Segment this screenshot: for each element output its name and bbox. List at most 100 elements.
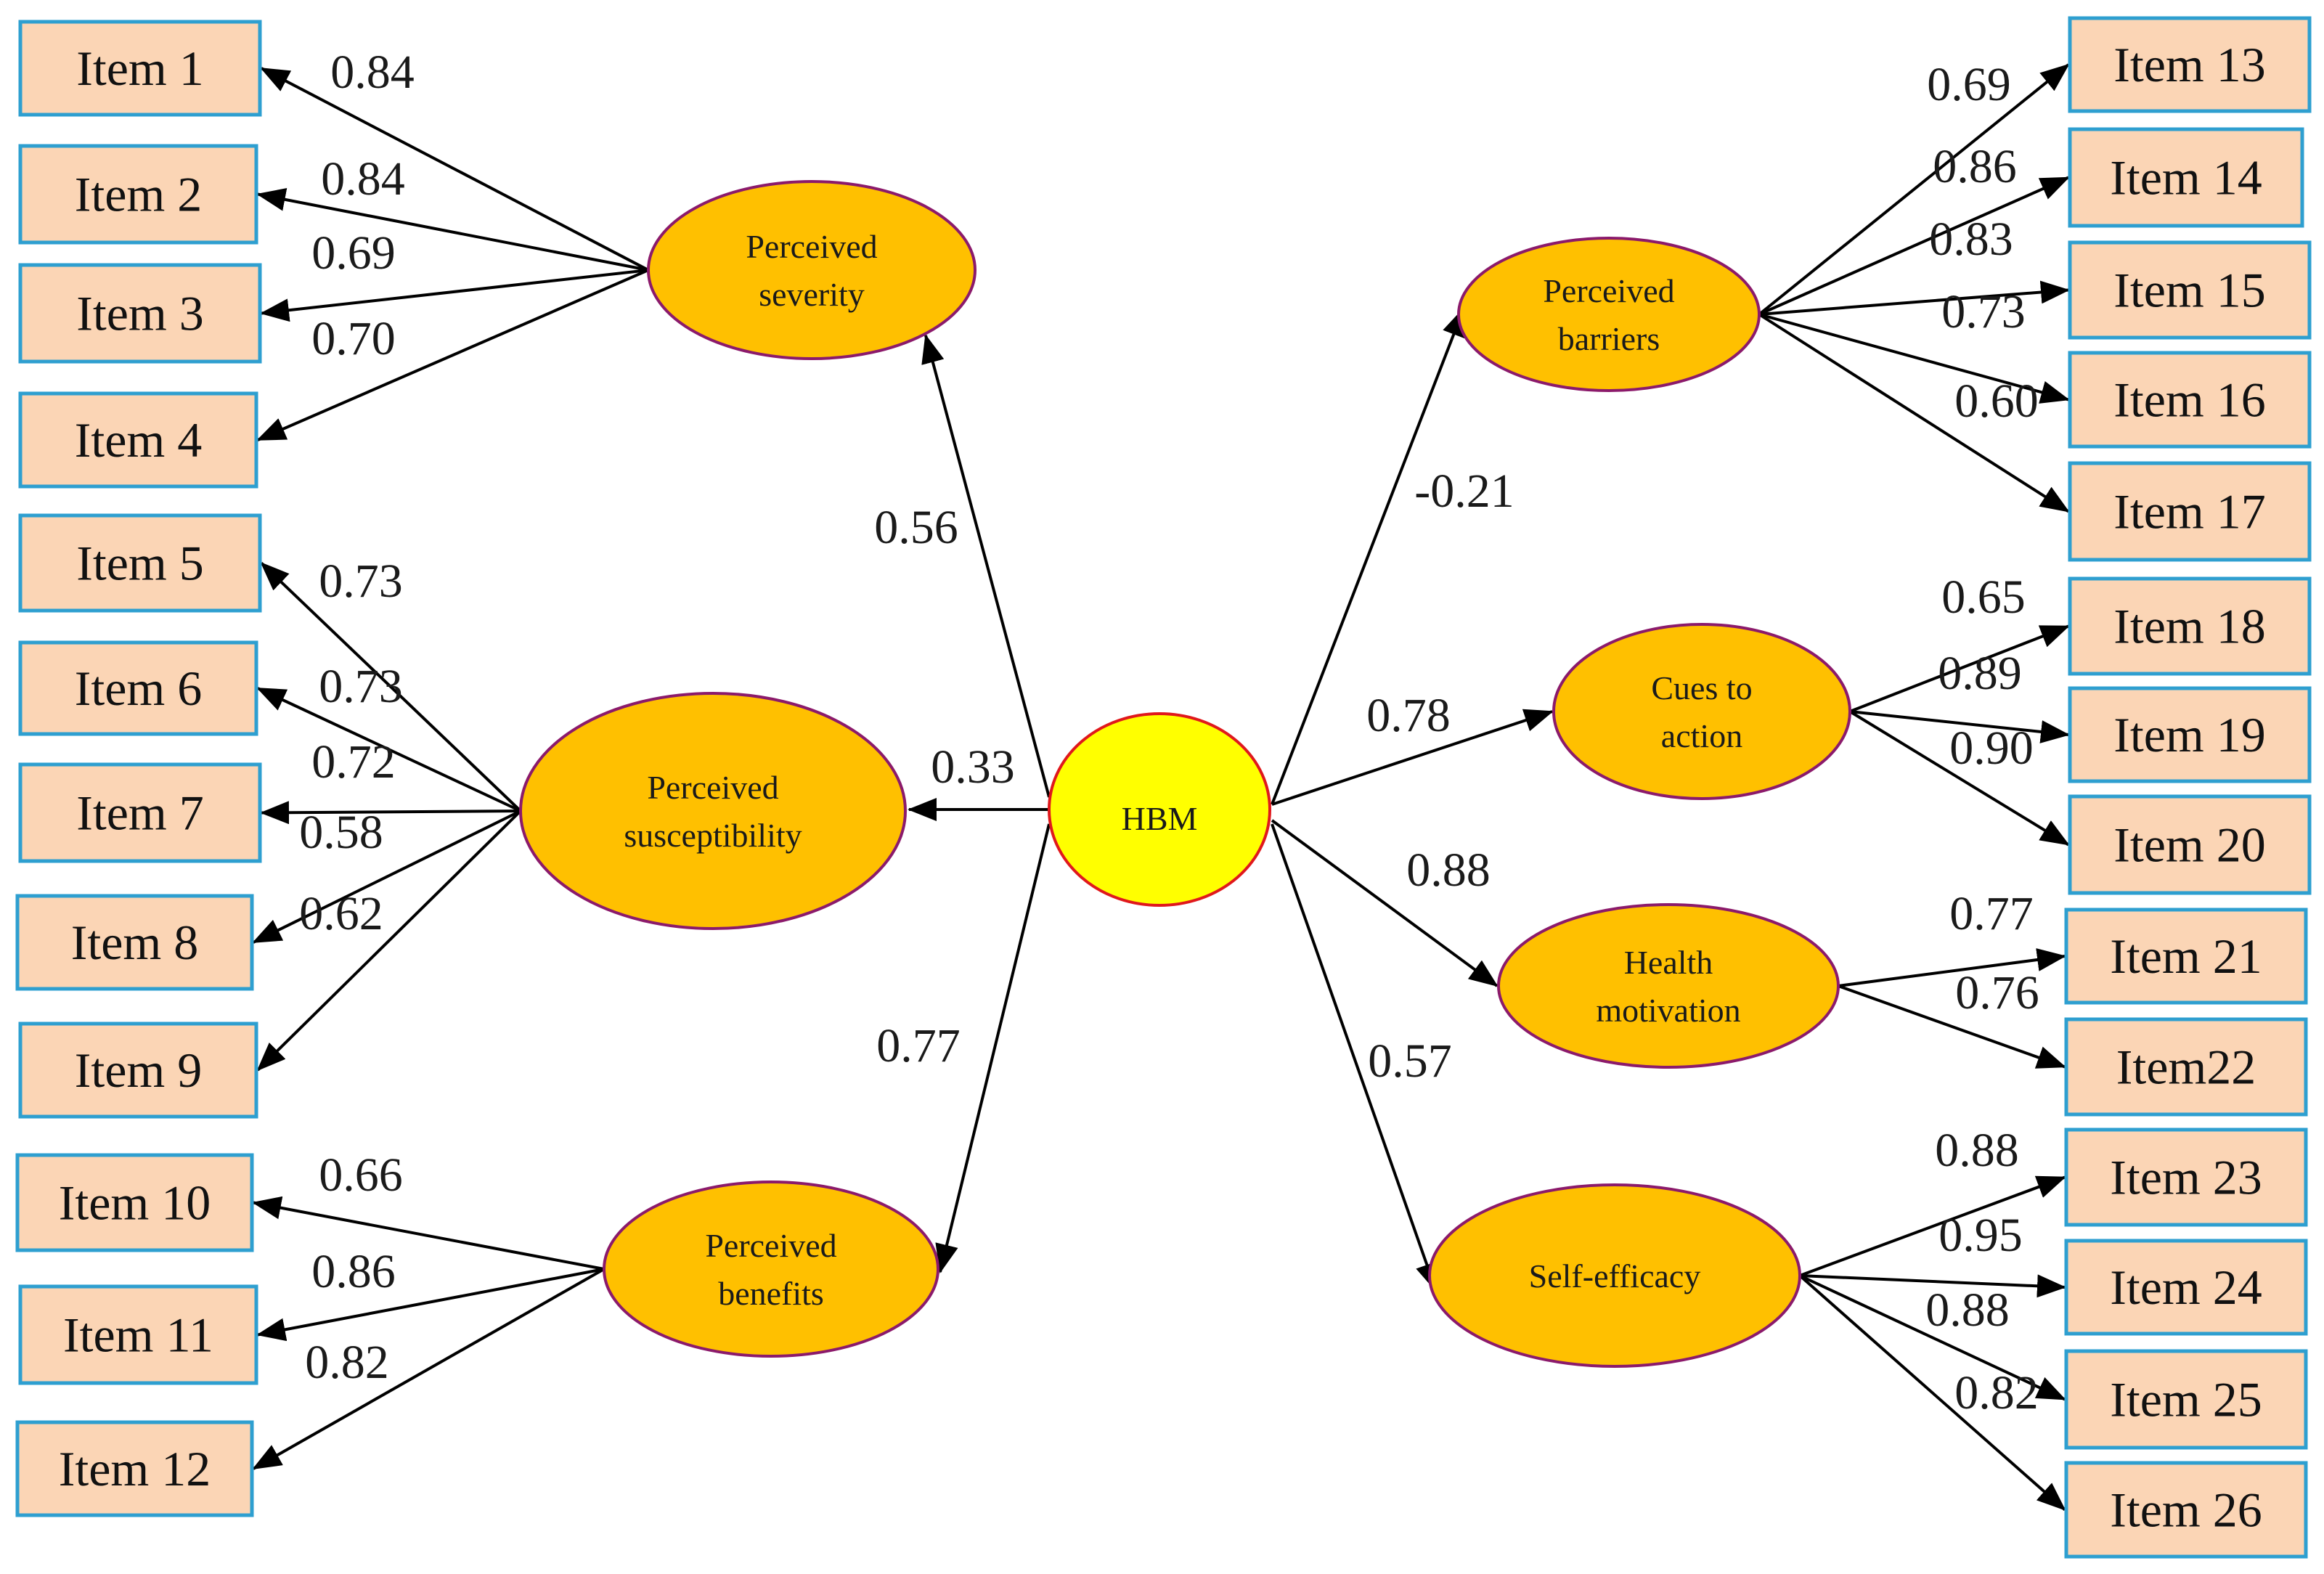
item-label: Item 16 [2113,372,2266,428]
loading-value-item-22: 0.76 [1955,966,2039,1019]
construct-ellipse-barriers [1457,237,1761,392]
construct-label-cues: Cues to [1651,669,1752,706]
loading-arrow-item-2 [256,188,649,272]
item-box-20: Item 20 [2068,794,2312,895]
item-box-21: Item 21 [2064,908,2308,1005]
loading-value-item-10: 0.66 [319,1149,403,1202]
item-box-4: Item 4 [18,391,258,489]
hbm-node: HBM [1048,712,1271,907]
hbm-label: HBM [1122,800,1198,837]
item-box-23: Item 23 [2064,1128,2308,1227]
loading-arrow-item-9 [256,810,522,1072]
item-rect [2064,1461,2308,1559]
item-label: Item 25 [2110,1372,2262,1427]
loading-arrow-item-14 [1758,176,2070,316]
loading-arrow-item-5 [260,562,522,812]
path-coefficient-efficacy: 0.57 [1368,1035,1452,1088]
loading-value-item-21: 0.77 [1949,887,2034,940]
item-box-26: Item 26 [2064,1461,2308,1559]
path-arrow-severity [921,334,1051,798]
item-rect [18,1022,258,1119]
loading-value-item-14: 0.86 [1933,140,2017,193]
item-box-8: Item 8 [15,894,254,991]
loading-arrow-item-19 [1849,710,2070,743]
loading-value-item-24: 0.95 [1938,1209,2023,1262]
item-box-17: Item 17 [2068,461,2312,562]
construct-ellipse-efficacy [1428,1183,1801,1368]
loading-arrow-item-21 [1838,948,2066,987]
loading-value-item-9: 0.62 [299,887,383,940]
path-coefficient-motivation: 0.88 [1406,844,1491,897]
loading-arrow-item-12 [252,1268,605,1470]
item-rect [18,640,258,736]
item-rect [15,894,254,991]
item-label: Item 23 [2110,1150,2262,1205]
item-rect [2064,1128,2308,1227]
item-label: Item 3 [76,286,204,341]
loading-value-item-11: 0.86 [311,1245,396,1298]
construct-label-benefits: benefits [718,1275,824,1312]
loading-arrow-item-17 [1758,313,2070,513]
item-label: Item 5 [76,536,204,591]
construct-label-barriers: barriers [1558,320,1660,357]
loading-arrow-item-26 [1798,1274,2066,1511]
loading-value-item-16: 0.73 [1941,285,2026,338]
item-label: Item 4 [75,412,203,468]
item-rect [15,1420,254,1517]
item-box-22: Item22 [2064,1017,2308,1117]
item-label: Item 24 [2110,1260,2262,1315]
loading-arrow-item-10 [252,1196,605,1271]
item-label: Item 14 [2110,150,2262,205]
item-rect [2064,1017,2308,1117]
path-arrow-cues [1271,709,1554,806]
construct-ellipse-benefits [603,1180,939,1358]
loading-arrow-item-18 [1849,624,2070,713]
item-rect [15,1153,254,1252]
loading-value-item-19: 0.89 [1938,647,2022,700]
loading-arrow-item-1 [260,67,649,272]
item-box-10: Item 10 [15,1153,254,1252]
item-box-18: Item 18 [2068,576,2312,676]
item-box-12: Item 12 [15,1420,254,1517]
path-arrow-motivation [1271,819,1499,987]
item-label: Item 18 [2113,599,2266,654]
loading-value-item-7: 0.72 [311,735,396,788]
item-rect [18,263,262,364]
item-rect [2068,16,2312,113]
path-coefficient-benefits: 0.77 [876,1019,961,1072]
construct-label-benefits: Perceived [705,1227,836,1264]
loading-value-item-13: 0.69 [1927,58,2011,111]
loading-arrow-item-7 [260,801,521,825]
construct-benefits: Perceived benefits [603,1180,939,1358]
item-label: Item 19 [2113,707,2266,762]
construct-ellipse-susceptibility [519,692,907,930]
loading-arrow-item-20 [1848,710,2070,847]
construct-label-susceptibility: Perceived [647,769,778,806]
item-box-2: Item 2 [18,144,258,245]
loading-value-item-1: 0.84 [330,46,415,99]
item-box-1: Item 1 [18,20,262,117]
item-rect [18,144,258,245]
construct-ellipse-severity [647,180,977,360]
item-rect [2068,686,2312,783]
item-rect [2068,240,2312,340]
construct-ellipse-motivation [1497,903,1840,1069]
item-box-5: Item 5 [18,513,262,613]
item-box-9: Item 9 [18,1022,258,1119]
construct-ellipse-cues [1552,623,1851,800]
path-coefficient-susceptibility: 0.33 [931,741,1015,794]
loading-arrow-item-16 [1758,313,2070,404]
loading-value-item-2: 0.84 [321,152,405,205]
item-rect [18,1284,258,1385]
item-label: Item 21 [2110,929,2262,984]
item-box-16: Item 16 [2068,351,2312,449]
item-rect [2068,127,2304,228]
item-label: Item 1 [76,41,204,96]
loading-arrow-item-22 [1838,984,2066,1069]
loading-arrow-item-23 [1799,1175,2066,1277]
